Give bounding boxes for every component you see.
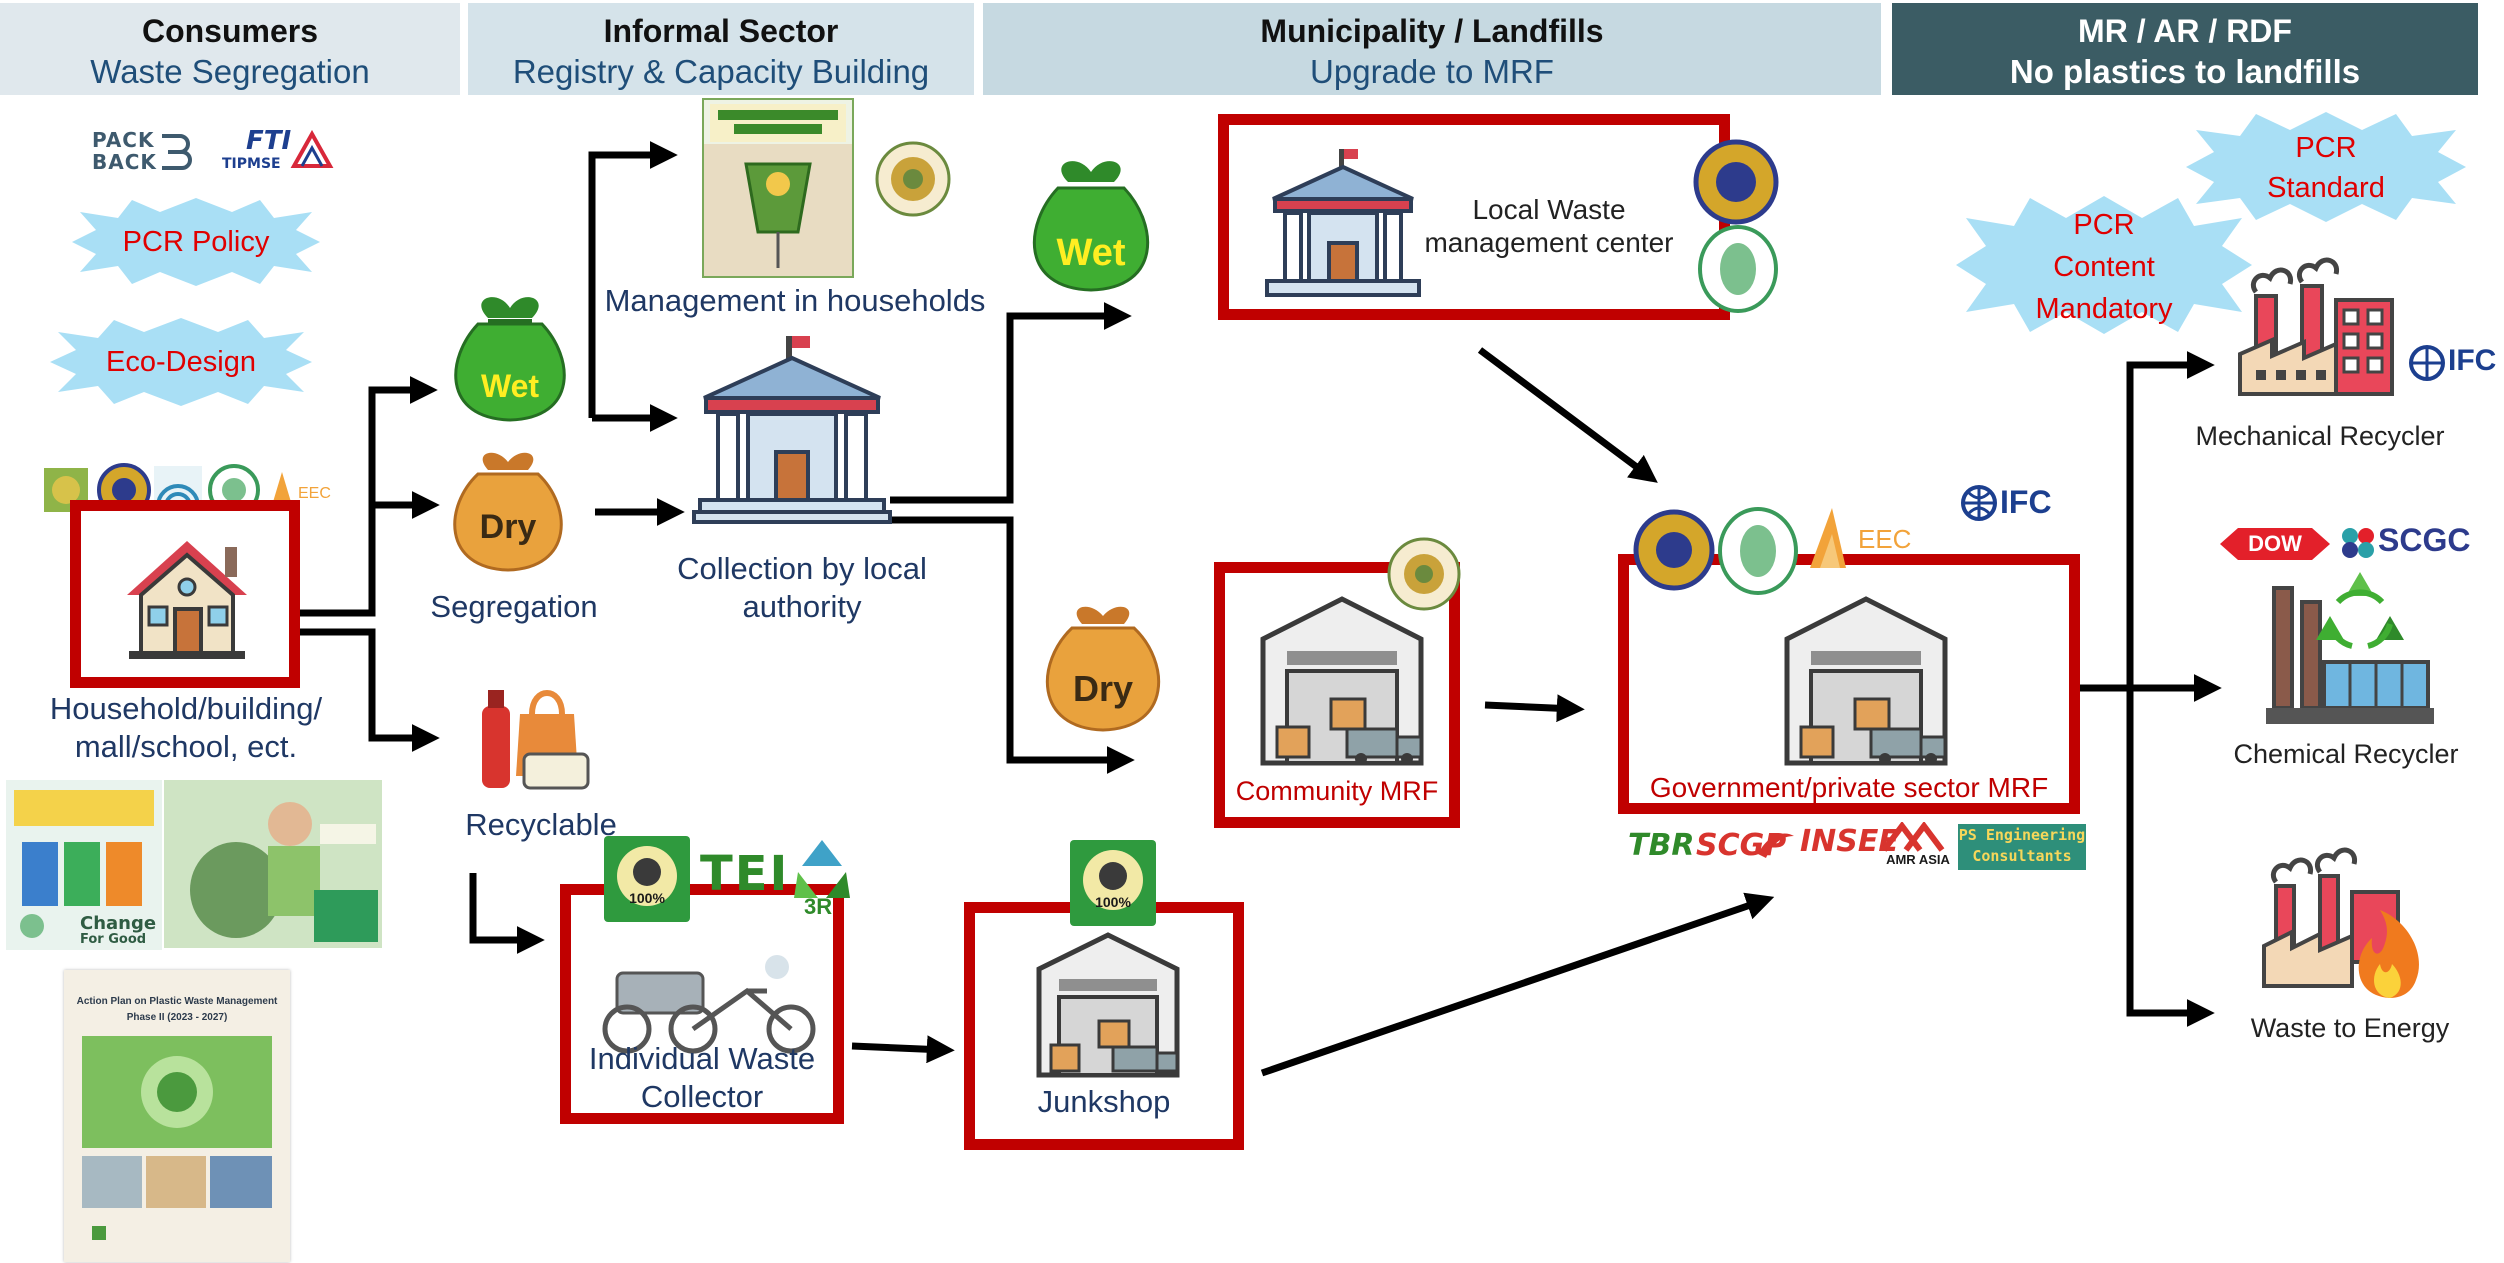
- header-title: Informal Sector: [603, 13, 839, 49]
- dry-bag-label: Dry: [479, 508, 537, 546]
- household-label: Household/building/ mall/school, ect.: [49, 691, 323, 764]
- tbr-logo: TBR: [1628, 828, 1695, 863]
- local-waste-label: Local Waste management center: [1424, 194, 1674, 258]
- chemical-plant-icon: [2266, 572, 2434, 724]
- action-plan-document: Action Plan on Plastic Waste Management …: [64, 970, 290, 1262]
- gov-mrf-box[interactable]: Government/private sector MRF: [1618, 554, 2080, 814]
- individual-collector-label: Individual Waste Collector: [588, 1041, 816, 1114]
- ifc-logo-recycler: IFC: [2408, 340, 2504, 386]
- amr-asia-logo: AMR ASIA: [1880, 822, 1956, 870]
- pcr-policy-label: PCR Policy: [122, 226, 270, 258]
- ps-engineering-logo: PS Engineering Consultants: [1958, 824, 2086, 870]
- header-subtitle: Upgrade to MRF: [1310, 53, 1554, 90]
- pcr-content-mandatory-badge: [1956, 196, 2252, 334]
- fti-logo: FTI TIPMSE: [222, 126, 334, 180]
- household-box[interactable]: [70, 500, 300, 688]
- bangkok-seal-mrf: [1718, 507, 1798, 595]
- insee-logo: INSEE: [1800, 824, 1899, 859]
- local-authority-building-icon: [692, 336, 892, 524]
- wet-bag-icon-municipal: [1032, 161, 1150, 292]
- pcr-standard-badge: [2186, 112, 2466, 222]
- pcr-standard-label: PCR Standard: [2267, 132, 2385, 204]
- eec-logo: EEC: [1806, 502, 1942, 574]
- dow-logo: DOW: [2220, 526, 2330, 562]
- warehouse-icon: [1260, 596, 1424, 766]
- header-subtitle: No plastics to landfills: [2009, 53, 2361, 90]
- pcr-policy-badge: [72, 198, 320, 286]
- dry-bag-label-municipal: Dry: [1072, 668, 1134, 709]
- community-mrf-label: Community MRF: [1235, 776, 1439, 806]
- svg-text:EEC: EEC: [298, 485, 331, 502]
- household-composting-poster: [702, 98, 854, 278]
- bins-photo: Change For Good: [6, 780, 162, 950]
- recyclable-label: Recyclable: [465, 807, 617, 842]
- eco-design-label: Eco-Design: [106, 346, 256, 378]
- bangkok-seal: [1698, 225, 1778, 313]
- chemical-recycler-label: Chemical Recycler: [2233, 739, 2459, 769]
- tei-logo: TEI: [700, 846, 790, 902]
- partner-swoosh-logo: [1758, 833, 1794, 858]
- factory-icon-mechanical: [2238, 257, 2394, 396]
- house-icon: [127, 541, 247, 659]
- department-seal-gold-mrf: [1633, 509, 1715, 591]
- waste-to-energy-label: Waste to Energy: [2250, 1013, 2450, 1043]
- change-for-good-logo: Change For Good: [80, 913, 157, 948]
- individual-collector-box[interactable]: [560, 884, 844, 1124]
- header-subtitle: Waste Segregation: [90, 53, 370, 90]
- header-title: Consumers: [141, 13, 319, 49]
- header-mr-ar-rdf: MR / AR / RDF No plastics to landfills: [1892, 3, 2478, 95]
- tricycle-icon: [602, 955, 816, 1054]
- green-badge-100-junkshop: 100%: [1070, 840, 1156, 926]
- department-seal-gold: [1693, 139, 1779, 225]
- segregation-label: Segregation: [430, 589, 598, 624]
- header-consumers: Consumers Waste Segregation: [0, 3, 460, 95]
- thai-government-seal: [875, 141, 951, 217]
- ifc-logo-mrf: IFC: [1960, 480, 2060, 526]
- header-subtitle: Registry & Capacity Building: [512, 53, 930, 90]
- pcr-content-mandatory-label: PCR Content Mandatory: [2035, 209, 2173, 325]
- warehouse-icon: [1036, 932, 1180, 1078]
- warehouse-icon: [1784, 596, 1948, 766]
- municipal-building-icon: [1265, 149, 1421, 297]
- recycling-campaign-photo: [164, 780, 382, 948]
- management-households-label: Management in households: [604, 283, 986, 318]
- local-waste-center-box[interactable]: Local Waste management center: [1218, 114, 1730, 320]
- header-municipality: Municipality / Landfills Upgrade to MRF: [983, 3, 1881, 95]
- wet-bag-icon: [454, 297, 566, 422]
- gov-mrf-label: Government/private sector MRF: [1649, 772, 2049, 803]
- recyclable-items-icon: [482, 690, 590, 790]
- svg-text:3R: 3R: [804, 894, 832, 916]
- header-informal-sector: Informal Sector Registry & Capacity Buil…: [468, 3, 974, 95]
- mechanical-recycler-label: Mechanical Recycler: [2195, 421, 2445, 451]
- dry-bag-icon-municipal: [1045, 606, 1161, 732]
- scgc-logo: SCGC: [2340, 520, 2490, 564]
- header-title: Municipality / Landfills: [1260, 13, 1604, 49]
- collection-label: Collection by local authority: [677, 551, 927, 624]
- waste-to-energy-icon: [2262, 847, 2419, 998]
- junkshop-box[interactable]: Junkshop: [964, 902, 1244, 1150]
- dry-bag-icon: [453, 452, 563, 572]
- packback-logo: PACK BACK: [92, 128, 202, 178]
- department-seal-small: [1387, 537, 1461, 611]
- green-badge-100-collector: 100%: [604, 836, 690, 922]
- wet-bag-label-municipal: Wet: [1056, 232, 1126, 274]
- header-title: MR / AR / RDF: [2078, 13, 2292, 49]
- junkshop-label: Junkshop: [1037, 1084, 1171, 1119]
- 3r-recycle-icon: 3R: [794, 840, 850, 916]
- wet-bag-label: Wet: [480, 368, 540, 404]
- eco-design-badge: [50, 318, 312, 406]
